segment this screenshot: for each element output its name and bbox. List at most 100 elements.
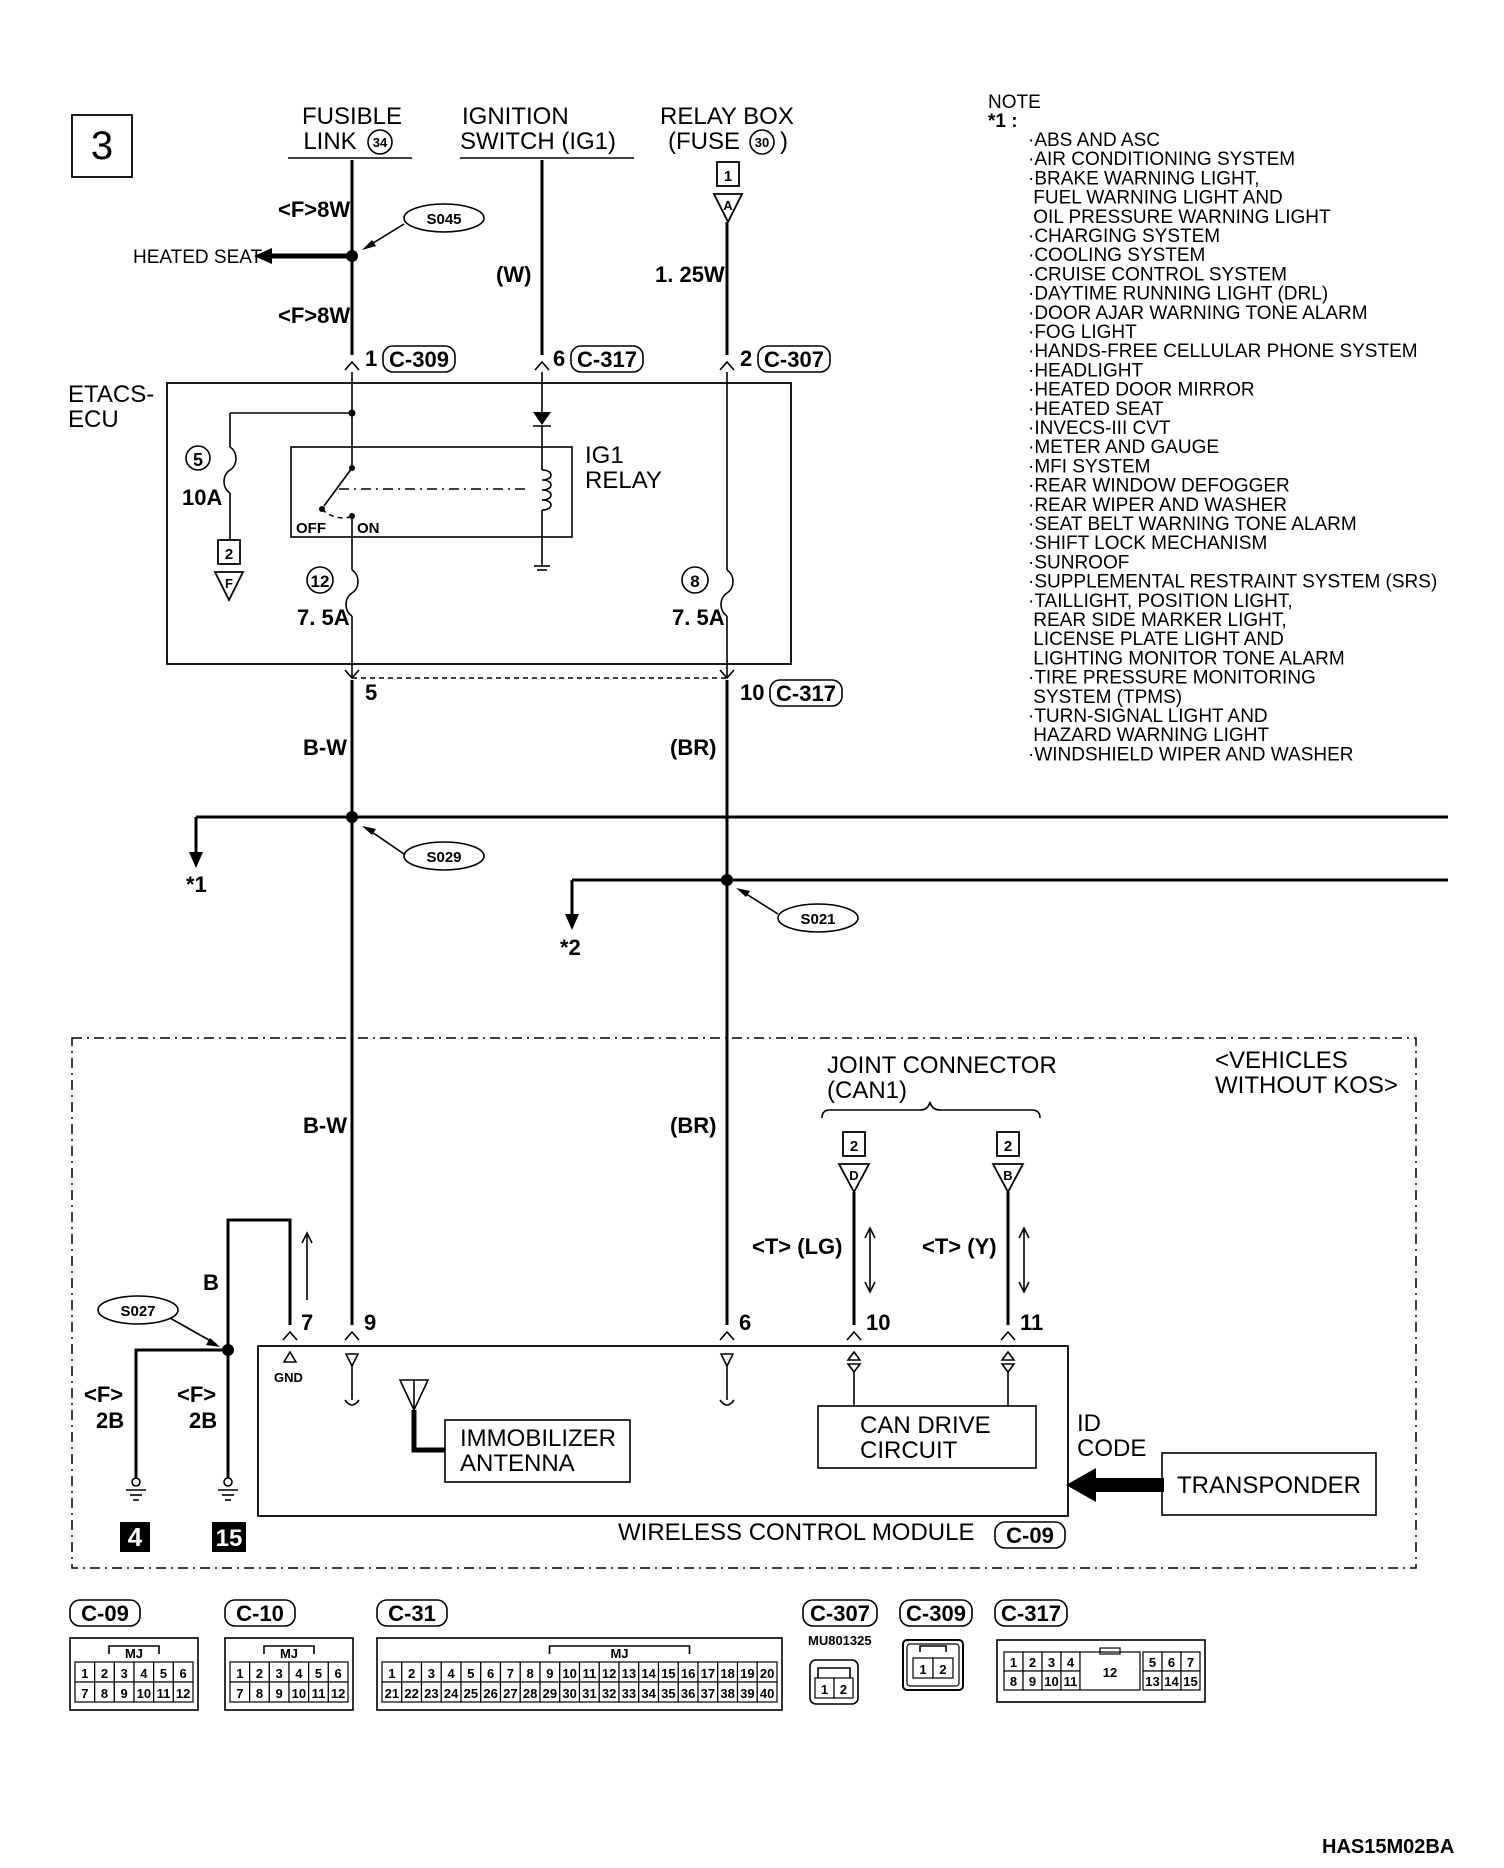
pin-c309: 1 C-309 (344, 345, 456, 373)
pin-number: 11 (1064, 1674, 1078, 1689)
note-line: LICENSE PLATE LIGHT AND (1028, 629, 1284, 650)
svg-text:30: 30 (755, 135, 769, 150)
wire-label-b: B (203, 1270, 219, 1295)
pin-number: 1 (919, 1662, 926, 1677)
svg-text:12: 12 (311, 572, 330, 591)
page-number: 3 (91, 124, 113, 168)
wire-gnd (226, 1218, 292, 1350)
svg-text:*1 :: *1 : (988, 111, 1018, 132)
wireless-control-module-box (257, 1345, 1069, 1517)
pin-number: 7 (1187, 1655, 1194, 1670)
relay-box-label: RELAY BOX (FUSE 30 ) (660, 103, 794, 155)
fuse-8: 8 7. 5A (672, 566, 734, 678)
svg-text:C-31: C-31 (388, 1601, 436, 1626)
svg-text:ECU: ECU (68, 406, 119, 433)
note-line: ·FOG LIGHT (1028, 322, 1137, 343)
pin-number: 36 (681, 1686, 695, 1701)
svg-text:S029: S029 (426, 849, 461, 866)
pin-number: 1 (236, 1666, 243, 1681)
can-drive-circuit-label: CAN DRIVE CIRCUIT (860, 1412, 991, 1464)
note-line: ·TIRE PRESSURE MONITORING (1028, 668, 1316, 689)
pin-number: 3 (428, 1666, 435, 1681)
svg-text:(CAN1): (CAN1) (827, 1077, 907, 1104)
fusible-link-label: FUSIBLE LINK 34 (288, 103, 412, 159)
svg-text:C-309: C-309 (389, 347, 449, 372)
ignition-switch-label: IGNITION SWITCH (IG1) (460, 103, 634, 159)
pin-number: 10 (292, 1686, 306, 1701)
svg-text:S027: S027 (120, 1303, 155, 1320)
wire-label-bw-lower: B-W (303, 1113, 347, 1138)
note-line: ·INVECS-III CVT (1028, 418, 1171, 439)
svg-text:JOINT CONNECTOR: JOINT CONNECTOR (827, 1052, 1057, 1079)
pin-number: 1 (1010, 1655, 1017, 1670)
pin-number: 11 (157, 1686, 171, 1701)
pin-number: 6 (1168, 1655, 1175, 1670)
etacs-ecu-label: ETACS- ECU (68, 381, 154, 433)
note-line: ·SEAT BELT WARNING TONE ALARM (1028, 514, 1357, 535)
svg-text:CODE: CODE (1077, 1435, 1146, 1462)
splice-s045: S045 (362, 203, 485, 250)
pin-number: 8 (527, 1666, 534, 1681)
note-line: ·HEADLIGHT (1028, 360, 1143, 381)
svg-text:10: 10 (866, 1310, 890, 1335)
pin-number: 7 (507, 1666, 514, 1681)
pin-number: 9 (1029, 1674, 1036, 1689)
svg-text:2: 2 (850, 1138, 858, 1155)
etacs-ecu-box (166, 382, 792, 665)
pin-number: 13 (622, 1666, 636, 1681)
ref-star1: *1 (186, 872, 207, 897)
svg-text:6: 6 (553, 346, 565, 371)
svg-text:MJ: MJ (610, 1646, 628, 1661)
svg-text:): ) (780, 128, 788, 155)
wire-label-f2b-left: <F> 2B (84, 1382, 124, 1433)
ground-symbol-4: 4 (120, 1477, 150, 1552)
note-line: ·HEATED DOOR MIRROR (1028, 380, 1255, 401)
pin-number: 12 (602, 1666, 616, 1681)
gnd-pin: GND (274, 1350, 303, 1385)
pin-number: 2 (939, 1662, 946, 1677)
svg-text:WIRELESS CONTROL MODULE: WIRELESS CONTROL MODULE (618, 1519, 975, 1546)
pin-number: 2 (1029, 1655, 1036, 1670)
svg-text:D: D (849, 1168, 858, 1183)
svg-text:C-09: C-09 (1006, 1523, 1054, 1548)
pin-c317-bottom: 10 C-317 (740, 679, 843, 707)
note-line: REAR SIDE MARKER LIGHT, (1028, 610, 1287, 631)
wire-label-bw-upper: B-W (303, 735, 347, 760)
pin-number: 1 (388, 1666, 395, 1681)
svg-text:7. 5A: 7. 5A (672, 605, 725, 630)
svg-text:<F>: <F> (84, 1382, 123, 1407)
svg-text:WITHOUT KOS>: WITHOUT KOS> (1215, 1072, 1398, 1099)
note-line: HAZARD WARNING LIGHT (1028, 725, 1269, 746)
svg-text:NOTE: NOTE (988, 92, 1041, 113)
svg-text:2: 2 (225, 546, 233, 563)
svg-text:10A: 10A (182, 485, 222, 510)
pin-number: 8 (256, 1686, 263, 1701)
svg-text:RELAY BOX: RELAY BOX (660, 103, 794, 130)
relay-coil (541, 469, 552, 511)
pin-number: 5 (160, 1666, 167, 1681)
switch-off-label: OFF (296, 520, 326, 537)
svg-text:LINK: LINK (303, 128, 356, 155)
pin-number: 22 (404, 1686, 418, 1701)
splice-s045-dot (346, 250, 358, 262)
wire-label-t-y: <T> (Y) (922, 1234, 997, 1259)
pin-number: 25 (464, 1686, 478, 1701)
wire-label-f8w-bottom: <F>8W (278, 303, 350, 328)
pin-number: 13 (1145, 1674, 1159, 1689)
wire-label-br-upper: (BR) (670, 735, 716, 760)
pin-number: 19 (740, 1666, 754, 1681)
pin-number: 35 (661, 1686, 675, 1701)
pin-number: 20 (760, 1666, 774, 1681)
immobilizer-antenna-label: IMMOBILIZER ANTENNA (460, 1425, 616, 1477)
pin-number: 15 (661, 1666, 675, 1681)
pin-number: 1 (821, 1682, 828, 1697)
heated-seat-label: HEATED SEAT (133, 247, 263, 268)
fuse-12: 12 7. 5A (297, 566, 359, 678)
pin-number: 9 (276, 1686, 283, 1701)
ref-d-connector: 2 D (837, 1131, 871, 1194)
fuse-5: 5 10A (182, 445, 237, 540)
